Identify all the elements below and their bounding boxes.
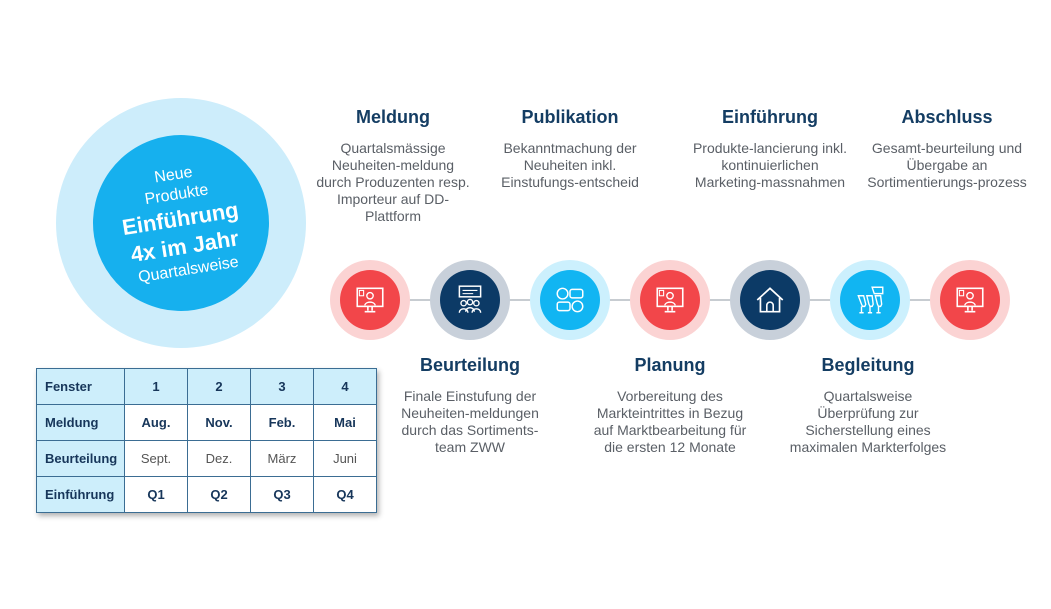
node-inner [640, 270, 700, 330]
timeline-node [830, 260, 910, 340]
row-label: Einführung [36, 476, 125, 513]
step-text: Gesamt-beurteilung und Übergabe an Sorti… [867, 140, 1027, 190]
node-inner [740, 270, 800, 330]
monitor-person-icon [656, 287, 684, 313]
step-title: Einführung [722, 107, 818, 127]
timeline-node [730, 260, 810, 340]
cell: Sept. [124, 440, 188, 477]
cell: Aug. [124, 404, 188, 441]
node-inner [940, 270, 1000, 330]
cell: Nov. [187, 404, 251, 441]
row-label: Beurteilung [36, 440, 125, 477]
cell: März [250, 440, 314, 477]
cell: Q1 [124, 476, 188, 513]
step-text: Bekanntmachung der Neuheiten inkl. Einst… [501, 140, 639, 190]
champagne-toast-icon [857, 286, 884, 314]
cell: Q2 [187, 476, 251, 513]
team-discussion-icon [458, 285, 482, 313]
step-title: Planung [634, 355, 706, 375]
step-text: Finale Einstufung der Neuheiten-meldunge… [401, 388, 539, 455]
step-title: Abschluss [901, 107, 993, 127]
monitor-person-icon [356, 287, 384, 313]
node-inner [440, 270, 500, 330]
cell: Mai [313, 404, 377, 441]
step-title: Beurteilung [419, 355, 520, 375]
cell: Q4 [313, 476, 377, 513]
header-cell: Fenster [36, 368, 125, 405]
step-title: Meldung [356, 107, 430, 127]
row-label: Meldung [36, 404, 125, 441]
cell: Feb. [250, 404, 314, 441]
node-inner [840, 270, 900, 330]
step-title: Publikation [521, 107, 619, 127]
timeline-node [330, 260, 410, 340]
header-cell: 4 [313, 368, 377, 405]
node-inner [340, 270, 400, 330]
header-cell: 1 [124, 368, 188, 405]
header-cell: 3 [250, 368, 314, 405]
step-text: Quartalsweise Überprüfung zur Sicherstel… [789, 388, 947, 455]
monitor-person-icon [956, 287, 984, 313]
step-title: Begleitung [821, 355, 915, 375]
timeline-node [530, 260, 610, 340]
timeline-node [430, 260, 510, 340]
timeline-node [630, 260, 710, 340]
node-inner [540, 270, 600, 330]
cell: Q3 [250, 476, 314, 513]
header-cell: 2 [187, 368, 251, 405]
cell: Juni [313, 440, 377, 477]
step-text: Produkte-lancierung inkl. kontinuierlich… [692, 140, 848, 190]
step-text: Quartalsmässige Neuheiten-meldung durch … [316, 140, 470, 224]
step-text: Vorbereitung des Markteintrittes in Bezu… [593, 388, 747, 455]
cell: Dez. [187, 440, 251, 477]
house-icon [756, 287, 784, 313]
chat-exchange-icon [556, 287, 584, 313]
timeline-node [930, 260, 1010, 340]
